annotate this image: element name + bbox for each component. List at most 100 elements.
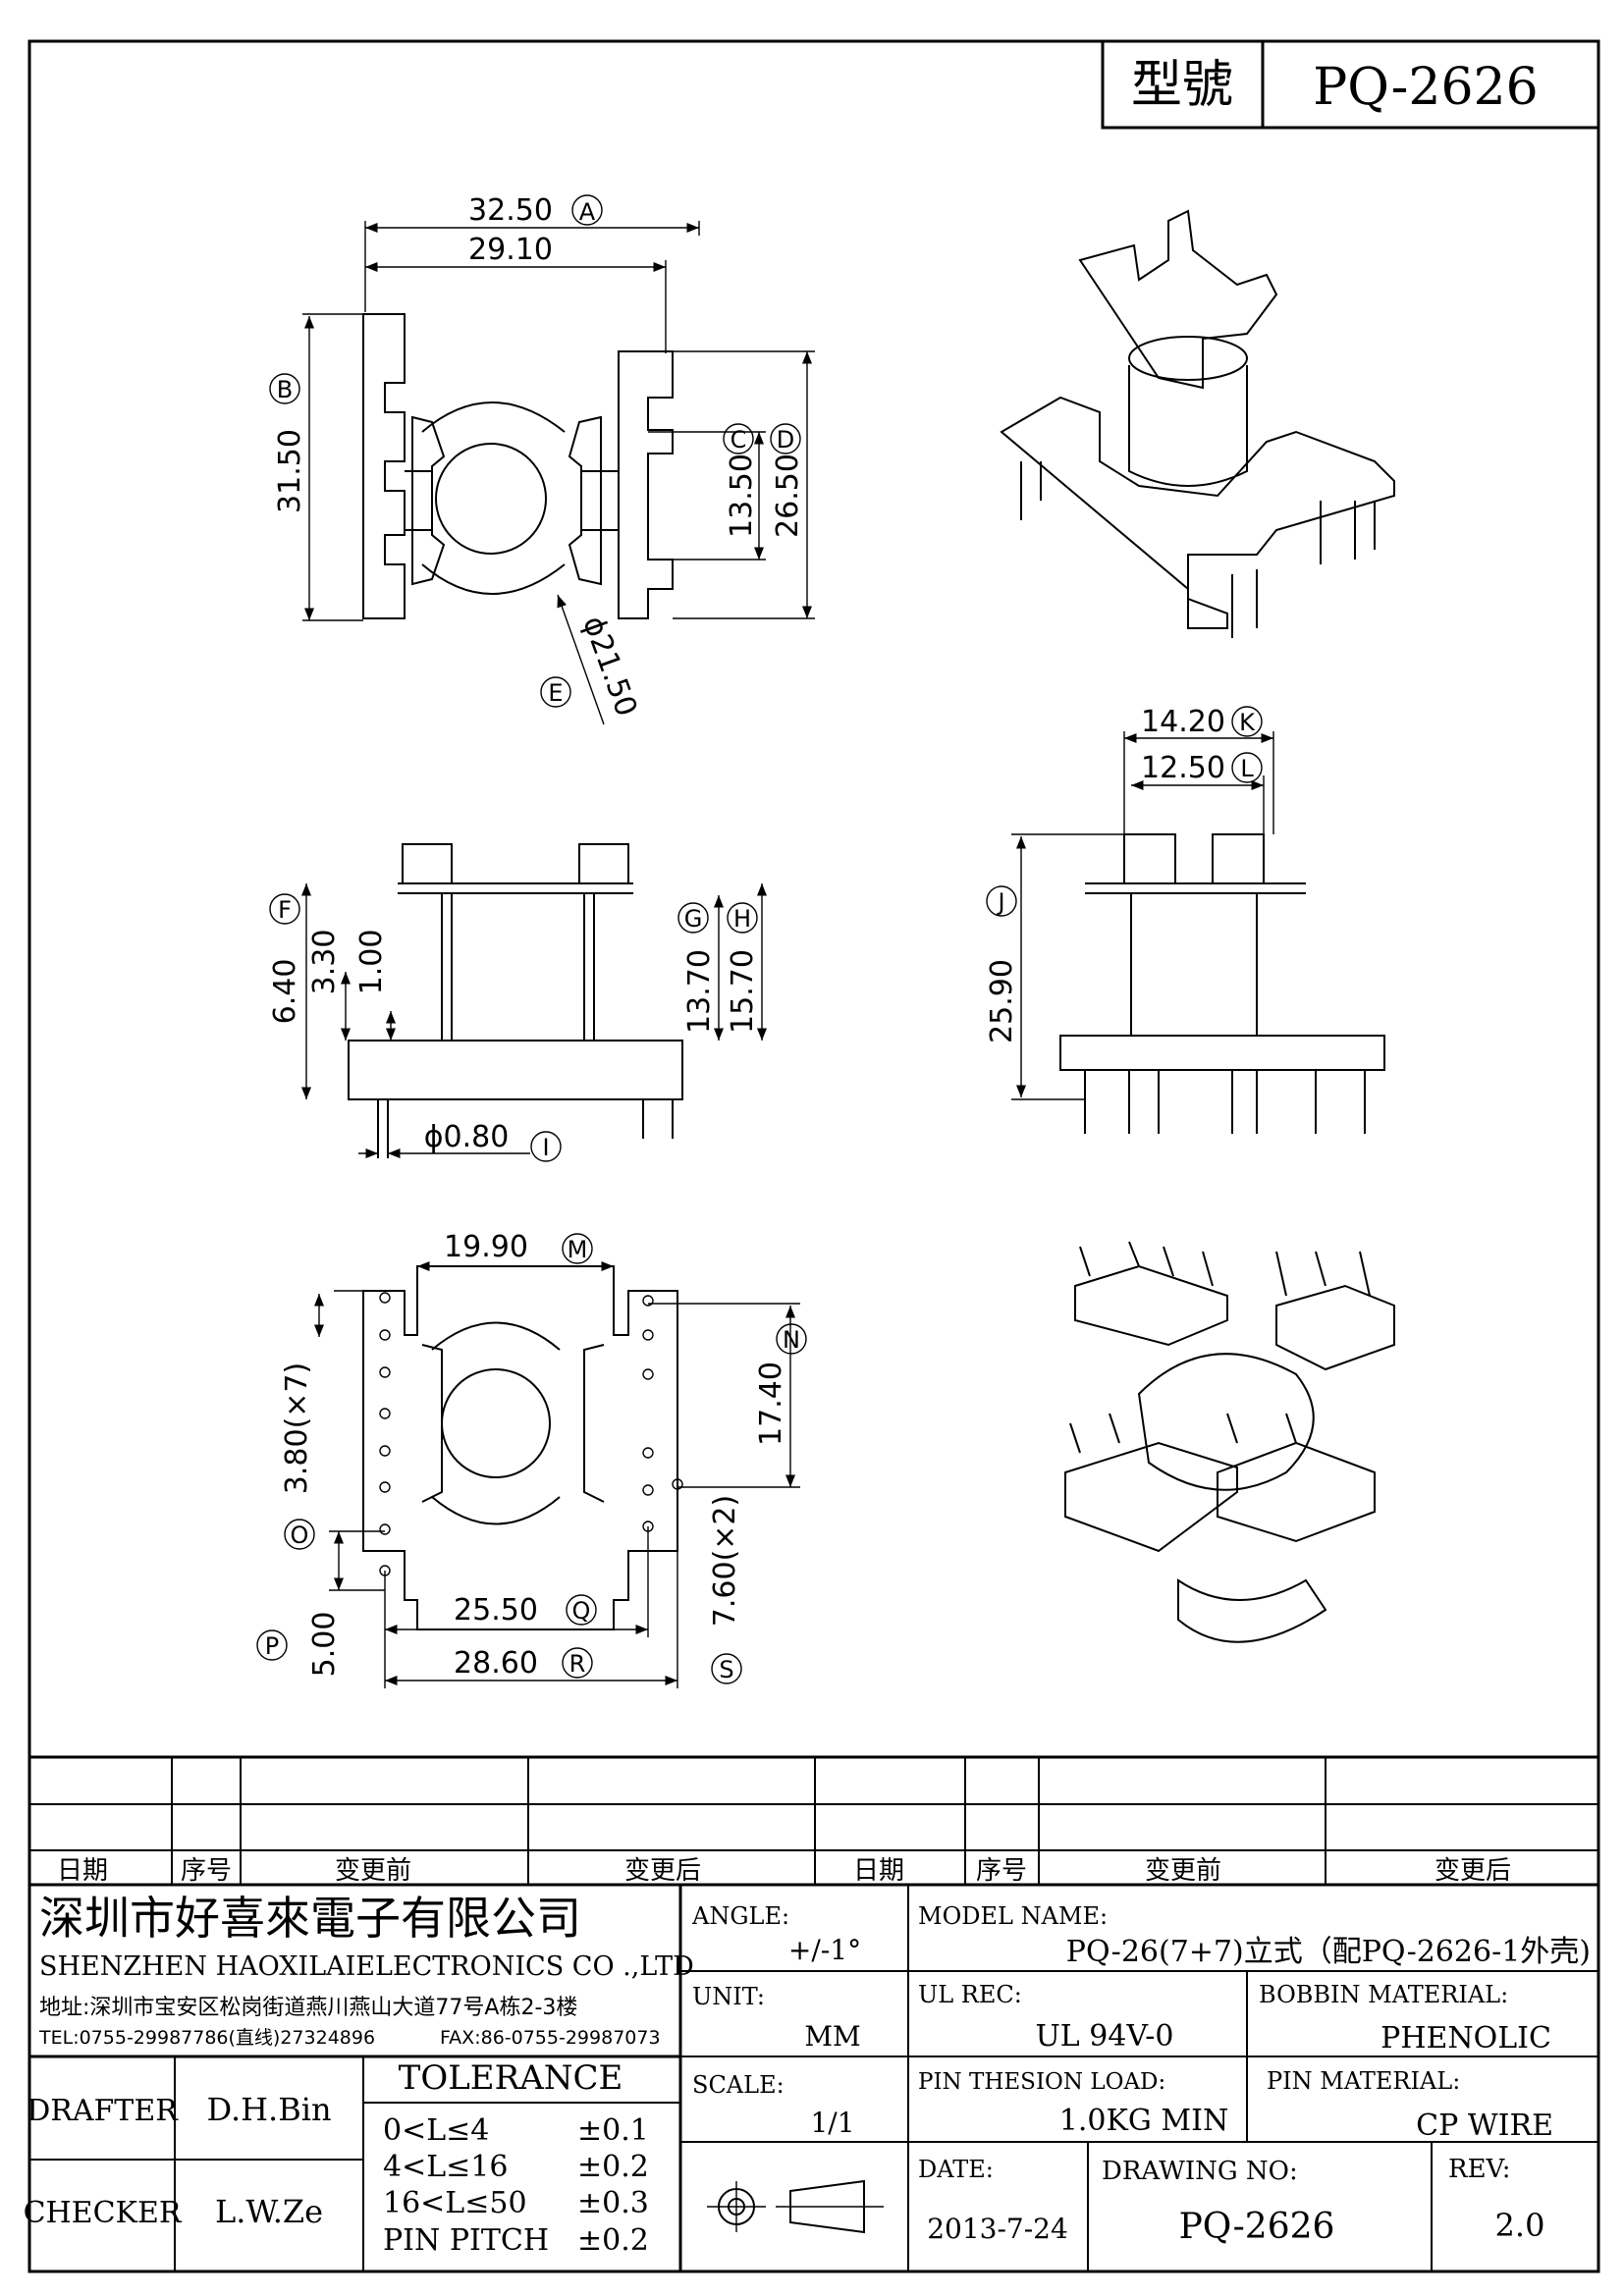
dim-value: 17.40 — [754, 1362, 788, 1446]
drafter-label: DRAFTER — [27, 2094, 179, 2128]
sheet-border — [27, 39, 1600, 2273]
dim-label: B — [277, 376, 293, 403]
drawing-no-value: PQ-2626 — [1179, 2207, 1335, 2247]
dim-label: A — [579, 198, 596, 226]
drawing-no-label: DRAWING NO: — [1102, 2157, 1298, 2186]
dim-label: C — [731, 426, 747, 454]
bobbin-material-label: BOBBIN MATERIAL: — [1259, 1981, 1508, 2008]
company-fax: FAX:86-0755-29987073 — [440, 2027, 661, 2049]
dim-label: J — [996, 888, 1004, 916]
dim-label: F — [278, 896, 292, 924]
tolerance-range: PIN PITCH — [383, 2223, 549, 2258]
dim-value: 15.70 — [726, 949, 760, 1034]
dim-value: 1.00 — [354, 930, 389, 995]
dim-value: ϕ0.80 — [424, 1120, 510, 1154]
dim-value: 7.60(×2) — [708, 1495, 742, 1627]
pin-material-label: PIN MATERIAL: — [1267, 2067, 1460, 2095]
dim-label: G — [684, 905, 703, 933]
isometric-top-view — [1000, 209, 1395, 638]
dim-label: D — [777, 426, 794, 454]
model-box: 型號 PQ-2626 — [1101, 39, 1600, 130]
table-header: 日期 — [57, 1856, 108, 1886]
dim-value: 13.70 — [682, 949, 717, 1034]
front-view: 14.20 K 12.50 L 25.90 J — [985, 705, 1385, 1134]
company-name-cn: 深圳市好喜來電子有限公司 — [39, 1892, 581, 1945]
dim-value: 25.50 — [454, 1593, 538, 1628]
model-number: PQ-2626 — [1313, 58, 1538, 117]
pin-material-value: CP WIRE — [1416, 2109, 1553, 2143]
revision-table: 日期 序号 变更前 变更后 日期 序号 变更前 变更后 — [29, 1755, 1598, 1887]
rev-value: 2.0 — [1495, 2207, 1545, 2244]
tolerance-value: ±0.1 — [577, 2113, 649, 2148]
table-header: 变更后 — [1435, 1856, 1511, 1886]
angle-value: +/-1° — [788, 1934, 861, 1966]
isometric-bottom-view — [1064, 1241, 1395, 1643]
table-header: 序号 — [976, 1856, 1027, 1886]
dim-value: 13.50 — [725, 454, 759, 538]
table-header: 变更后 — [624, 1856, 701, 1886]
tolerance-range: 4<L≤16 — [383, 2150, 508, 2184]
dim-label: N — [783, 1326, 800, 1354]
date-label: DATE: — [918, 2156, 994, 2183]
dim-label: E — [548, 679, 563, 707]
tolerance-value: ±0.2 — [577, 2150, 649, 2184]
company-address: 地址:深圳市宝安区松岗街道燕川燕山大道77号A栋2-3楼 — [39, 1996, 577, 2020]
unit-label: UNIT: — [692, 1983, 765, 2010]
model-name-label: MODEL NAME: — [918, 1902, 1108, 1930]
dim-label: P — [265, 1632, 279, 1660]
dim-value: 6.40 — [268, 959, 302, 1025]
dim-label: I — [542, 1134, 549, 1161]
dim-value: 19.90 — [444, 1230, 528, 1264]
title-block: 深圳市好喜來電子有限公司 SHENZHEN HAOXILAIELECTRONIC… — [24, 1885, 1598, 2271]
dim-value: 25.90 — [985, 959, 1019, 1043]
tolerance-value: ±0.2 — [577, 2223, 649, 2258]
dim-value: 28.60 — [454, 1646, 538, 1681]
bobbin-material-value: PHENOLIC — [1380, 2021, 1551, 2056]
checker-value: L.W.Ze — [215, 2193, 323, 2230]
table-header: 日期 — [853, 1856, 904, 1886]
dim-label: Q — [572, 1597, 591, 1625]
dim-value: 12.50 — [1141, 751, 1225, 785]
dim-value: 29.10 — [468, 233, 553, 267]
company-tel: TEL:0755-29987786(直线)27324896 — [38, 2027, 375, 2049]
tolerance-title: TOLERANCE — [399, 2058, 623, 2098]
rev-label: REV: — [1448, 2155, 1510, 2184]
projection-symbol-icon — [707, 2179, 884, 2234]
dim-label: L — [1240, 755, 1254, 782]
dim-value: 14.20 — [1141, 705, 1225, 739]
dim-label: H — [733, 905, 751, 933]
dim-value: 3.30 — [307, 930, 342, 995]
date-value: 2013-7-24 — [927, 2213, 1068, 2245]
dim-value: 32.50 — [468, 193, 553, 228]
tolerance-range: 16<L≤50 — [383, 2186, 527, 2220]
ul-rec-value: UL 94V-0 — [1035, 2019, 1173, 2054]
scale-label: SCALE: — [692, 2071, 785, 2099]
unit-value: MM — [804, 2020, 860, 2053]
tolerance-range: 0<L≤4 — [383, 2113, 489, 2148]
top-view: 32.50 A 29.10 31.50 B 13.50 C 26.50 D ϕ2… — [269, 193, 815, 725]
tolerance-value: ±0.3 — [577, 2186, 649, 2220]
side-view: 6.40 F 3.30 1.00 13.70 G 15.70 H ϕ0.80 I — [268, 843, 768, 1162]
model-label: 型號 — [1131, 56, 1233, 115]
table-header: 序号 — [181, 1856, 232, 1886]
dim-label: O — [291, 1522, 309, 1549]
scale-value: 1/1 — [810, 2107, 854, 2139]
dim-value: 5.00 — [307, 1612, 342, 1678]
dim-label: M — [568, 1236, 588, 1263]
pin-load-label: PIN THESION LOAD: — [918, 2069, 1165, 2095]
drafter-value: D.H.Bin — [206, 2091, 331, 2128]
pin-load-value: 1.0KG MIN — [1059, 2104, 1228, 2138]
dim-label: R — [569, 1650, 586, 1678]
checker-label: CHECKER — [24, 2196, 183, 2230]
table-header: 变更前 — [335, 1856, 411, 1886]
dim-value: ϕ21.50 — [575, 612, 643, 721]
dim-value: 3.80(×7) — [280, 1362, 314, 1494]
table-header: 变更前 — [1145, 1856, 1221, 1886]
angle-label: ANGLE: — [691, 1902, 789, 1930]
dim-label: K — [1239, 709, 1256, 736]
model-name-value: PQ-26(7+7)立式（配PQ-2626-1外壳) — [1066, 1935, 1591, 1969]
bottom-view: 19.90 M 17.40 N 3.80(×7) O 5.00 P 25.50 … — [256, 1230, 807, 1688]
ul-rec-label: UL REC: — [918, 1981, 1022, 2008]
